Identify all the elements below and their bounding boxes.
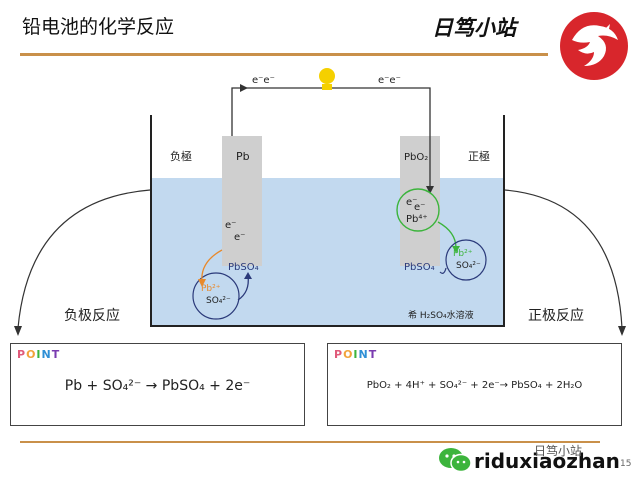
positive-reaction-box: POINT PbO₂ + 4H⁺ + SO₄²⁻ + 2e⁻→ PbSO₄ + … — [327, 343, 622, 426]
positive-ion-arrowhead — [452, 246, 460, 253]
dragon-logo-icon — [560, 12, 628, 80]
point-letter: I — [36, 348, 42, 361]
positive-return-arrow — [439, 267, 447, 274]
positive-equation: PbO₂ + 4H⁺ + SO₄²⁻ + 2e⁻→ PbSO₄ + 2H₂O — [366, 380, 583, 391]
positive-reaction-label: 正极反应 — [528, 308, 584, 324]
negative-ion-circle — [192, 272, 240, 320]
point-letter: N — [41, 348, 52, 361]
negative-ion-arrowhead — [198, 279, 206, 287]
negative-electron-1: e⁻ — [225, 220, 236, 231]
negative-pole-label: 负極 — [170, 149, 192, 163]
left-pointer-arrow — [17, 189, 151, 329]
negative-pb-ion: Pb²⁺ — [201, 284, 221, 294]
lightbulb-icon — [319, 68, 335, 90]
point-letter: P — [17, 348, 27, 361]
positive-ion-circle — [396, 188, 440, 232]
wechat-icon — [439, 448, 472, 473]
footer-rule — [20, 441, 600, 443]
negative-sulfate: SO₄²⁻ — [206, 296, 231, 306]
wire-arrow-right — [426, 186, 434, 194]
watermark-text: 日笃小站 — [534, 444, 583, 458]
positive-pb2-ion: Pb²⁺ — [453, 249, 473, 259]
negative-compound: PbSO₄ — [228, 262, 259, 273]
negative-electrode-label: Pb — [236, 150, 250, 163]
right-pointer-arrow — [504, 189, 623, 329]
positive-electrode-label: PbO₂ — [404, 152, 428, 163]
negative-electrode — [222, 136, 262, 266]
positive-pole-label: 正極 — [468, 149, 490, 163]
site-name: riduxiaozhan — [474, 449, 620, 473]
positive-sulfate-circle — [445, 239, 487, 281]
positive-pb4-ion: Pb⁴⁺ — [406, 214, 428, 225]
brand-name: 日笃小站 — [432, 16, 516, 40]
right-pointer-arrowhead — [618, 326, 626, 336]
point-letter: N — [358, 348, 369, 361]
positive-ion-arrow — [437, 221, 457, 249]
point-letter: P — [334, 348, 344, 361]
header-rule — [20, 53, 548, 56]
page-title: 铅电池的化学反应 — [22, 16, 175, 38]
point-letter: I — [353, 348, 359, 361]
wire-electrons-left: e⁻e⁻ — [252, 75, 275, 86]
point-badge: POINT — [334, 348, 377, 361]
battery-container — [150, 115, 505, 327]
positive-electron-2: e⁻ — [414, 202, 425, 213]
electrolyte-label: 希 H₂SO₄水溶液 — [408, 309, 474, 321]
negative-return-arrowhead — [244, 272, 252, 279]
positive-sulfate: SO₄²⁻ — [456, 261, 481, 271]
wire-electrons-right: e⁻e⁻ — [378, 75, 401, 86]
point-letter: O — [26, 348, 37, 361]
negative-reaction-label: 负极反应 — [64, 308, 120, 324]
point-letter: T — [368, 348, 378, 361]
point-letter: T — [51, 348, 61, 361]
negative-equation: Pb + SO₄²⁻ → PbSO₄ + 2e⁻ — [64, 378, 251, 394]
negative-ion-arrow — [201, 249, 223, 283]
point-badge: POINT — [17, 348, 60, 361]
page-number: 15 — [620, 459, 632, 469]
positive-electrode — [400, 136, 440, 266]
positive-compound: PbSO₄ — [404, 262, 435, 273]
electrolyte-solution — [151, 178, 504, 326]
negative-electron-2: e⁻ — [234, 232, 245, 243]
left-pointer-arrowhead — [14, 326, 22, 336]
negative-reaction-box: POINT Pb + SO₄²⁻ → PbSO₄ + 2e⁻ — [10, 343, 305, 426]
point-letter: O — [343, 348, 354, 361]
wire-arrow-left — [240, 84, 248, 92]
positive-electron-1: e⁻ — [406, 197, 417, 208]
